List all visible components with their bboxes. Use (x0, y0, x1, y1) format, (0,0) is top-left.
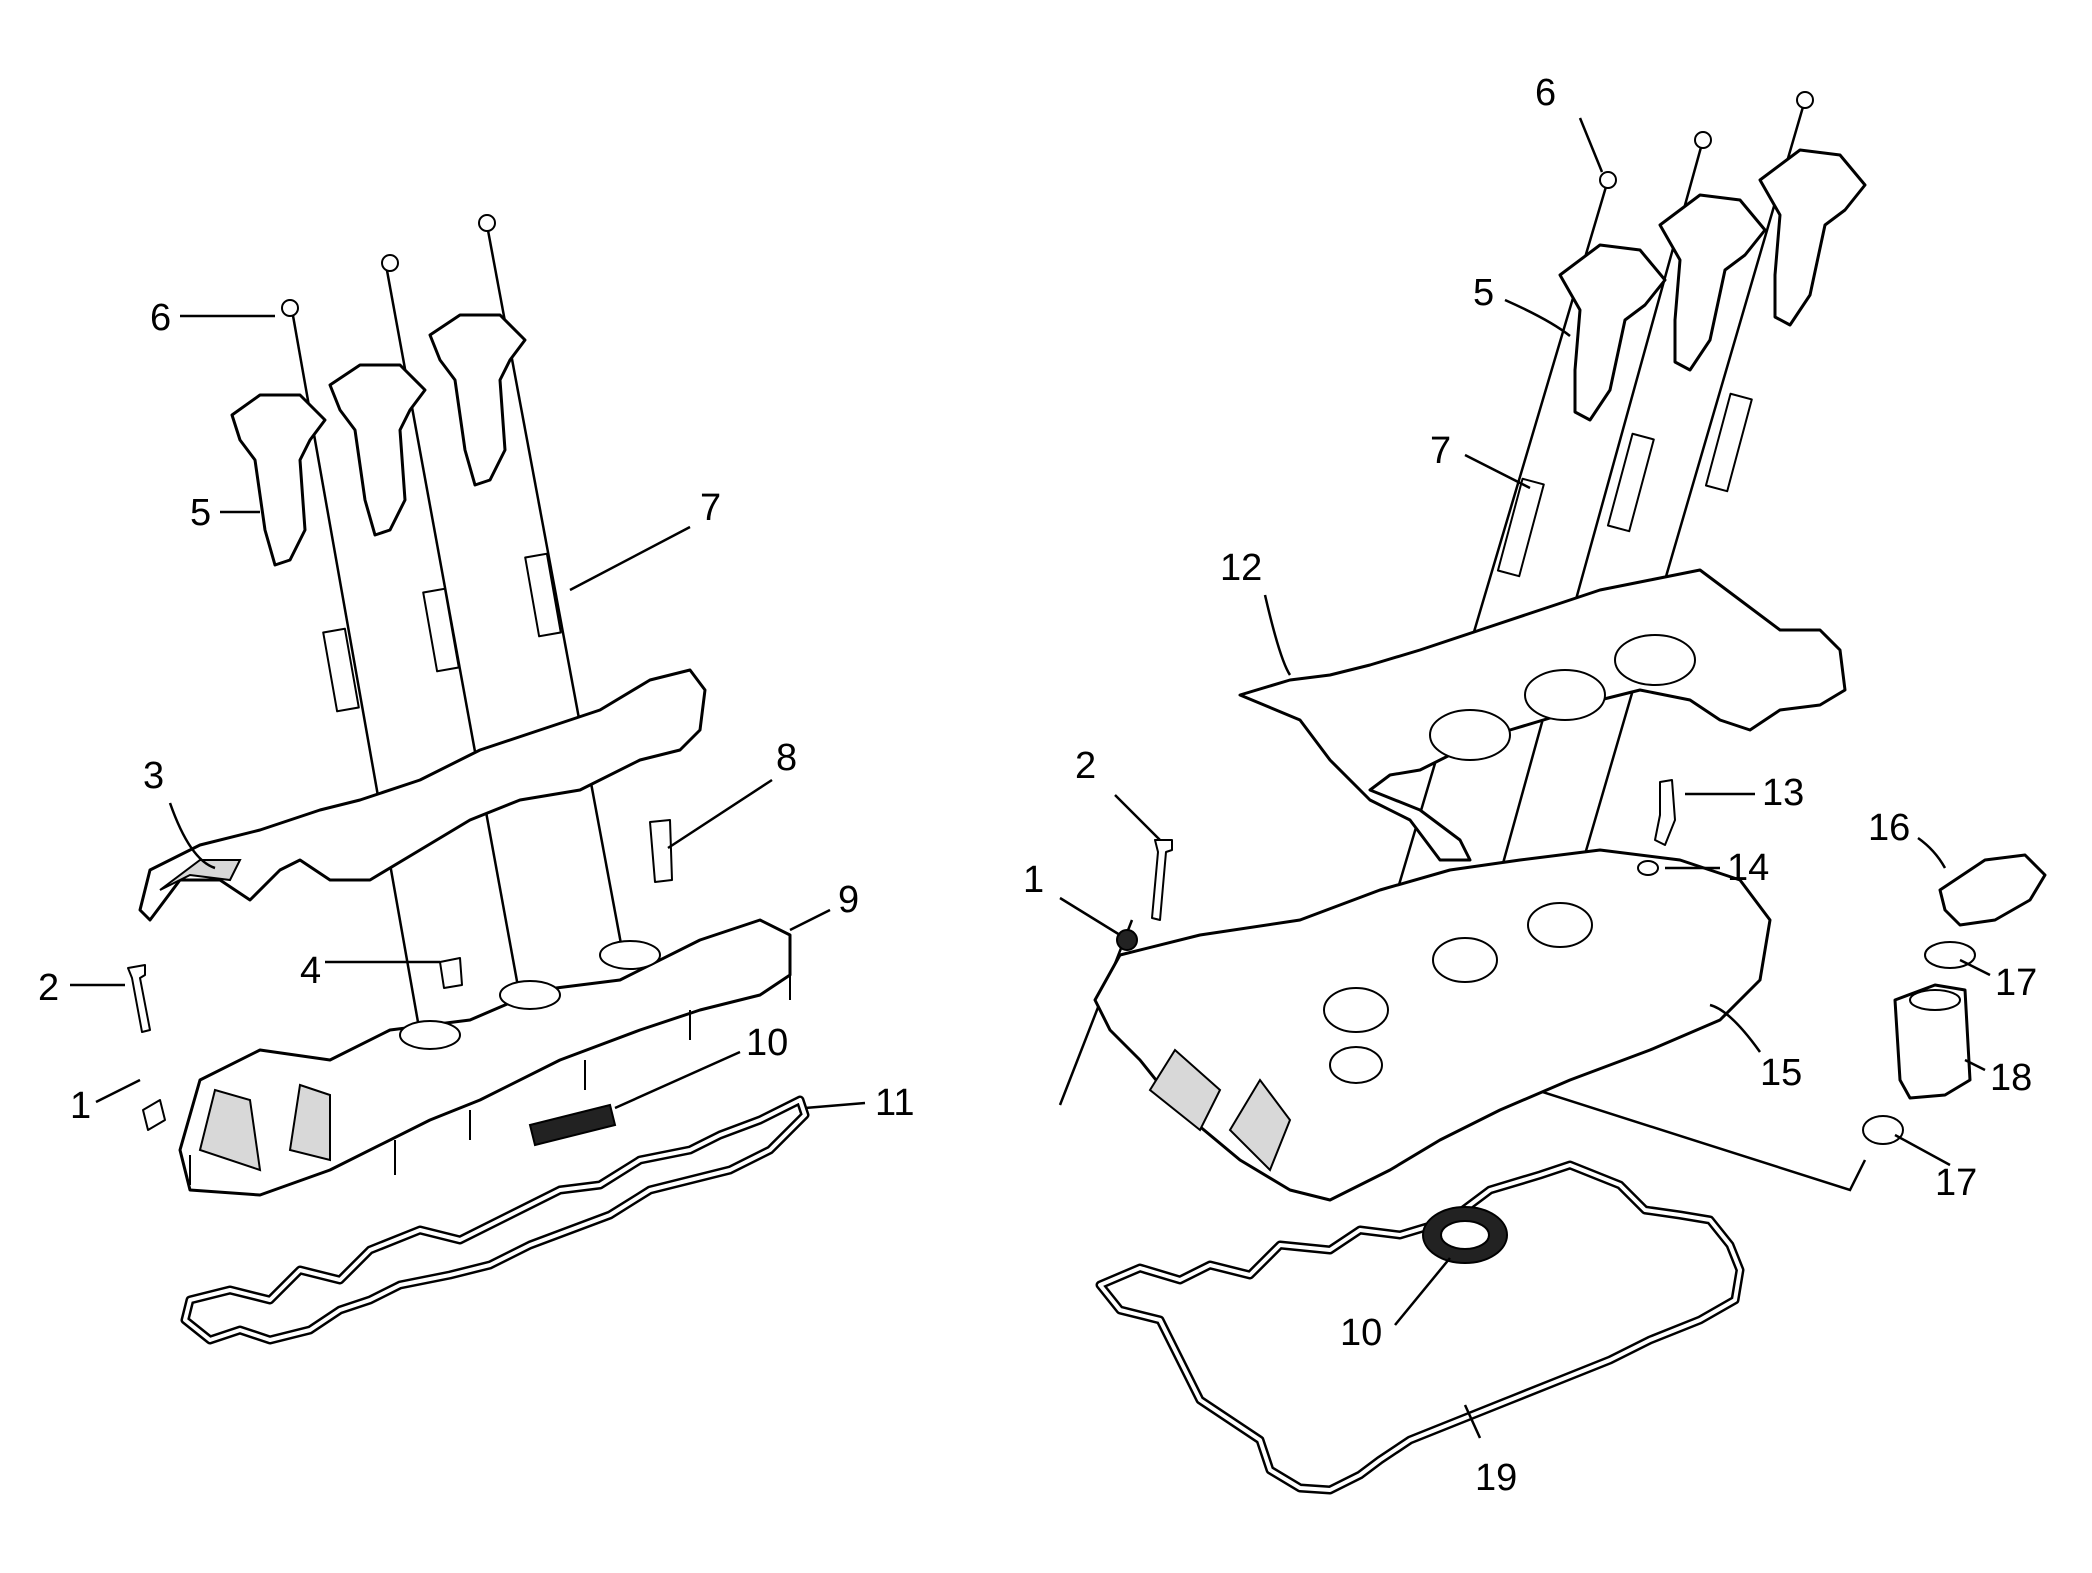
left-ignition-coils (230, 313, 527, 567)
left-callouts: 1 2 3 4 5 6 7 8 9 10 11 (38, 297, 914, 1127)
callout-4: 4 (300, 950, 321, 992)
callout-2: 2 (1075, 745, 1096, 787)
right-leader-lines (1059, 117, 1991, 1439)
left-leader-lines (70, 314, 866, 1110)
callout-18: 18 (1990, 1057, 2032, 1099)
right-ignition-coils (1558, 148, 1867, 422)
callout-7: 7 (1430, 430, 1451, 472)
left-valve-cover-gasket (180, 1095, 810, 1345)
right-callouts: 1 2 5 6 7 10 12 13 14 15 16 17 17 18 19 (1023, 72, 2037, 1499)
callout-5: 5 (1473, 272, 1494, 314)
callout-17: 17 (1935, 1162, 1977, 1204)
callout-3: 3 (143, 755, 164, 797)
callout-7: 7 (700, 487, 721, 529)
right-heat-shield (1238, 568, 1847, 862)
callout-14: 14 (1727, 847, 1769, 889)
callout-6: 6 (150, 297, 171, 339)
callout-1: 1 (70, 1085, 91, 1127)
right-valve-cover (1093, 848, 1772, 1202)
right-exploded-view: 1 2 5 6 7 10 12 13 14 15 16 17 17 18 19 (1023, 72, 2047, 1499)
callout-8: 8 (776, 737, 797, 779)
right-coil-bolts (1599, 91, 1814, 189)
left-valve-cover (178, 918, 792, 1197)
callout-10: 10 (746, 1022, 788, 1064)
left-spark-plugs (322, 552, 562, 713)
callout-9: 9 (838, 879, 859, 921)
right-spark-plugs (1496, 392, 1753, 578)
left-seal (528, 1103, 617, 1147)
callout-12: 12 (1220, 547, 1262, 589)
callout-15: 15 (1760, 1052, 1802, 1094)
left-exploded-view: 1 2 3 4 5 6 7 8 9 10 11 (38, 214, 914, 1345)
callout-6: 6 (1535, 72, 1556, 114)
callout-11: 11 (875, 1082, 914, 1124)
callout-1: 1 (1023, 859, 1044, 901)
callout-19: 19 (1475, 1457, 1517, 1499)
right-small-parts (1116, 779, 1676, 951)
right-seal (1422, 1206, 1508, 1264)
left-coil-bolts (281, 214, 496, 317)
callout-17: 17 (1995, 962, 2037, 1004)
callout-16: 16 (1868, 807, 1910, 849)
right-valve-cover-gasket (1095, 1160, 1745, 1495)
callout-2: 2 (38, 967, 59, 1009)
callout-5: 5 (190, 492, 211, 534)
left-small-parts (127, 819, 673, 1131)
callout-10: 10 (1340, 1312, 1382, 1354)
callout-13: 13 (1762, 772, 1804, 814)
left-heat-shield (138, 668, 707, 922)
